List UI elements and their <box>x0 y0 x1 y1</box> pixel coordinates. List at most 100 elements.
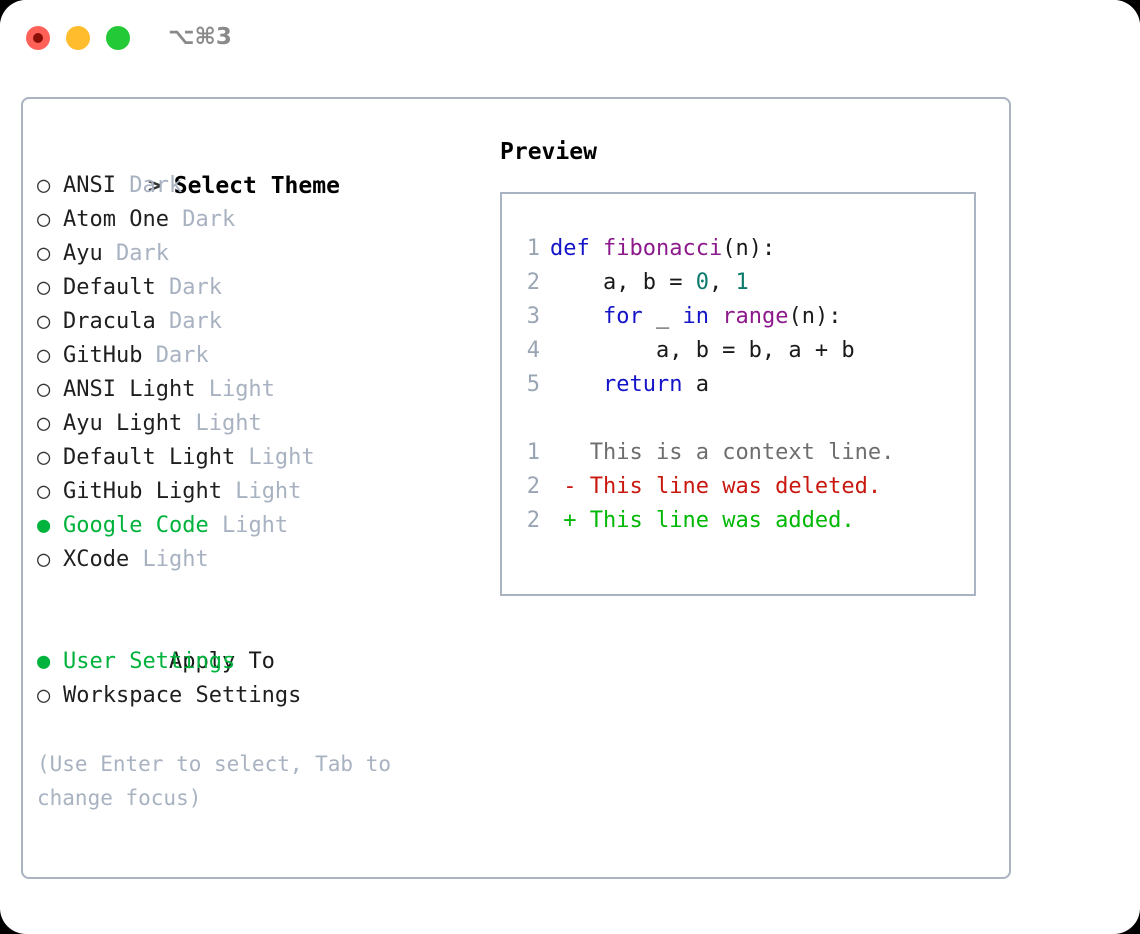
apply-to-list: ● User Settings ○ Workspace Settings <box>37 645 477 713</box>
code-token: in <box>682 304 723 329</box>
prompt-caret-icon: > <box>147 173 162 199</box>
theme-list-item[interactable]: ○ ANSI Light Light <box>37 373 477 407</box>
diff-line: 1 This is a context line. <box>502 436 974 470</box>
line-number: 3 <box>526 304 540 329</box>
line-number: 2 <box>526 508 540 533</box>
theme-list-item[interactable]: ○ GitHub Light Light <box>37 475 477 509</box>
diff-line: 2 - This line was deleted. <box>502 470 974 504</box>
radio-unselected-icon[interactable]: ○ <box>37 343 51 368</box>
code-token: for <box>550 304 656 329</box>
theme-name-label: Ayu Light <box>63 411 183 436</box>
theme-name-label: Default Light <box>63 445 236 470</box>
diff-text: This line was deleted. <box>576 474 882 499</box>
code-line: 3 for _ in range(n): <box>502 300 974 334</box>
theme-variant-label: Dark <box>168 207 236 232</box>
code-token: range <box>722 304 789 329</box>
title-bar: ⌥⌘3 <box>0 0 1140 78</box>
theme-list-item[interactable]: ○Dracula Dark <box>37 305 477 339</box>
theme-variant-label: Light <box>195 377 275 402</box>
theme-picker-heading: > Select Theme <box>37 135 477 199</box>
diff-marker <box>550 440 577 465</box>
code-token: a, b = <box>550 270 696 295</box>
theme-list-item[interactable]: ○ XCode Light <box>37 543 477 577</box>
keyboard-hint-text: (Use Enter to select, Tab to change focu… <box>37 752 392 810</box>
diff-marker: + <box>550 508 577 533</box>
apply-to-item[interactable]: ○ Workspace Settings <box>37 679 477 713</box>
code-token: , <box>708 270 736 295</box>
code-line: 1 def fibonacci(n): <box>502 232 974 266</box>
radio-selected-icon[interactable]: ● <box>37 649 51 674</box>
theme-picker-column: > Select Theme ○ ANSI Dark ○ Atom One Dark ○ A… <box>37 135 477 815</box>
theme-list-item[interactable]: ○ Atom One Dark <box>37 203 477 237</box>
code-token: fibonacci <box>602 236 723 261</box>
theme-name-label: Google Code <box>63 513 209 538</box>
content-panel: > Select Theme ○ ANSI Dark ○ Atom One Dark ○ A… <box>21 97 1011 879</box>
theme-variant-label: Dark <box>102 241 169 266</box>
theme-variant-label: Light <box>129 547 209 572</box>
line-number: 1 <box>526 236 540 261</box>
radio-unselected-icon[interactable]: ○ <box>37 377 51 402</box>
theme-name-label: Atom One <box>63 207 169 232</box>
line-number: 1 <box>526 440 540 465</box>
apply-to-item[interactable]: ● User Settings <box>37 645 477 679</box>
preview-title: Preview <box>500 139 597 165</box>
diff-sample: 1 This is a context line.2 - This line w… <box>502 436 974 538</box>
radio-unselected-icon[interactable]: ○ <box>37 683 51 708</box>
radio-unselected-icon[interactable]: ○ <box>37 479 51 504</box>
radio-unselected-icon[interactable]: ○ <box>37 241 51 266</box>
theme-name-label: ANSI Light <box>63 377 196 402</box>
close-window-button[interactable] <box>26 26 50 50</box>
theme-name-label: GitHub Light <box>63 479 222 504</box>
radio-selected-icon[interactable]: ● <box>37 513 51 538</box>
theme-name-label: GitHub <box>63 343 143 368</box>
theme-list-item[interactable]: ○ Ayu Light Light <box>37 407 477 441</box>
keyboard-shortcut-label: ⌥⌘3 <box>168 24 232 50</box>
code-token: 1 <box>735 270 749 295</box>
radio-unselected-icon[interactable]: ○ <box>37 173 51 198</box>
radio-unselected-icon[interactable]: ○ <box>37 309 51 334</box>
theme-variant-label: Light <box>221 479 302 504</box>
code-token: def <box>550 236 603 261</box>
apply-to-heading-label: Apply To <box>168 649 275 674</box>
theme-name-label: Ayu <box>63 241 103 266</box>
diff-text: This line was added. <box>576 508 855 533</box>
theme-variant-label: Light <box>182 411 262 436</box>
radio-unselected-icon[interactable]: ○ <box>37 275 51 300</box>
code-token: _ <box>655 304 683 329</box>
theme-variant-label: Light <box>208 513 289 538</box>
theme-list-item[interactable]: ○ Ayu Dark <box>37 237 477 271</box>
diff-text: This is a context line. <box>576 440 895 465</box>
apply-to-label: User Settings <box>63 649 236 674</box>
minimize-window-button[interactable] <box>66 26 90 50</box>
diff-marker: - <box>550 474 577 499</box>
theme-list-item[interactable]: ○ANSI Dark <box>37 169 477 203</box>
theme-list-item[interactable]: ○GitHub Dark <box>37 339 477 373</box>
radio-unselected-icon[interactable]: ○ <box>37 207 51 232</box>
theme-name-label: XCode <box>63 547 130 572</box>
theme-variant-label: Light <box>235 445 315 470</box>
theme-variant-label: Dark <box>155 309 222 334</box>
code-token: (n): <box>788 304 842 329</box>
code-token: a, b = b, a + b <box>550 338 855 363</box>
theme-picker-heading-label: Select Theme <box>173 173 340 199</box>
line-number: 4 <box>526 338 540 363</box>
radio-unselected-icon[interactable]: ○ <box>37 445 51 470</box>
theme-list-item[interactable]: ○ Default Light Light <box>37 441 477 475</box>
radio-unselected-icon[interactable]: ○ <box>37 411 51 436</box>
theme-list-item[interactable]: ○Default Dark <box>37 271 477 305</box>
code-token: (n): <box>722 236 776 261</box>
code-token: 0 <box>695 270 709 295</box>
maximize-window-button[interactable] <box>106 26 130 50</box>
code-spacer <box>502 402 974 436</box>
theme-list-item[interactable]: ● Google Code Light <box>37 509 477 543</box>
diff-line: 2 + This line was added. <box>502 504 974 538</box>
theme-name-label: ANSI <box>63 173 116 198</box>
code-line: 4 a, b = b, a + b <box>502 334 974 368</box>
line-number: 2 <box>526 474 540 499</box>
apply-to-label: Workspace Settings <box>63 683 302 708</box>
theme-name-label: Default <box>63 275 156 300</box>
radio-unselected-icon[interactable]: ○ <box>37 547 51 572</box>
